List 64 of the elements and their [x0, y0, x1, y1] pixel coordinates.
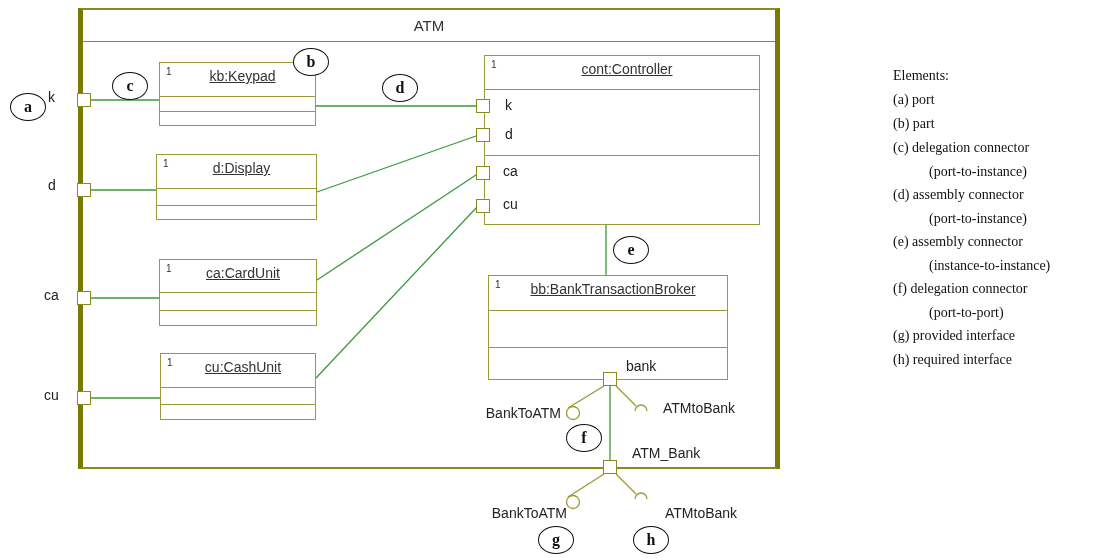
key-entry: (d) assembly connector (port-to-instance)	[893, 186, 1028, 228]
interface-label: ATMtoBank	[665, 505, 738, 521]
part-box	[156, 154, 317, 220]
connector-line	[567, 385, 605, 409]
key-entry: (h) required interface	[893, 351, 1013, 369]
port-label: cu	[503, 196, 518, 212]
interface-label: BankToATM	[490, 505, 567, 521]
port-label: k	[48, 89, 55, 105]
multiplicity: 1	[495, 279, 501, 290]
connector-line	[567, 473, 605, 498]
part-box	[488, 275, 728, 380]
callout-letter: b	[293, 48, 329, 76]
key-entry: (b) part	[893, 115, 936, 133]
frame-border	[78, 8, 780, 469]
port-label: cu	[44, 387, 59, 403]
connector-line	[609, 385, 611, 461]
interface-label: ATMtoBank	[663, 400, 736, 416]
port-label: bank	[626, 358, 657, 374]
part-name: ca:CardUnit	[205, 265, 281, 281]
callout-letter: a	[10, 93, 46, 121]
part-box	[484, 55, 760, 225]
key-entry: (g) provided interface	[893, 327, 1017, 345]
port-label: k	[505, 97, 512, 113]
part-name: kb:Keypad	[208, 68, 277, 84]
part-box	[159, 259, 317, 326]
key-entry: (a) port	[893, 91, 936, 109]
frame-title: ATM	[412, 16, 446, 36]
callout-letter: d	[382, 74, 418, 102]
connector-line	[315, 206, 478, 379]
key-entry: (c) delegation connector (port-to-instance)	[893, 139, 1031, 181]
connector-line	[316, 135, 477, 193]
interface-label: BankToATM	[484, 405, 561, 421]
connector-line	[605, 224, 607, 276]
connector-line	[90, 99, 160, 101]
multiplicity: 1	[163, 158, 169, 169]
connector-line	[316, 174, 477, 281]
callout-letter: c	[112, 72, 148, 100]
callout-letter: e	[613, 236, 649, 264]
port-label: ca	[503, 163, 518, 179]
port-label: d	[505, 126, 513, 142]
multiplicity: 1	[491, 59, 497, 70]
key-entry: (f) delegation connector (port-to-port)	[893, 280, 1029, 322]
connector-line	[615, 473, 637, 495]
connector-line	[90, 297, 160, 299]
port-label: d	[48, 177, 56, 193]
port-label: ca	[44, 287, 59, 303]
part-name: cu:CashUnit	[203, 359, 283, 375]
callout-letter: h	[633, 526, 669, 554]
callout-letter: f	[566, 424, 602, 452]
connector-line	[90, 189, 157, 191]
port-label: ATM_Bank	[632, 445, 701, 461]
part-name: d:Display	[211, 160, 272, 176]
part-box	[160, 353, 316, 420]
connector-line	[90, 397, 161, 399]
multiplicity: 1	[166, 66, 172, 77]
part-name: bb:BankTransactionBroker	[529, 281, 697, 297]
key-entry: Elements:	[893, 67, 950, 85]
connector-line	[615, 385, 637, 407]
callout-letter: g	[538, 526, 574, 554]
key-entry: (e) assembly connector (instance-to-instance)	[893, 233, 1052, 275]
part-name: cont:Controller	[580, 61, 674, 77]
connector-line	[315, 105, 477, 107]
multiplicity: 1	[166, 263, 172, 274]
multiplicity: 1	[167, 357, 173, 368]
